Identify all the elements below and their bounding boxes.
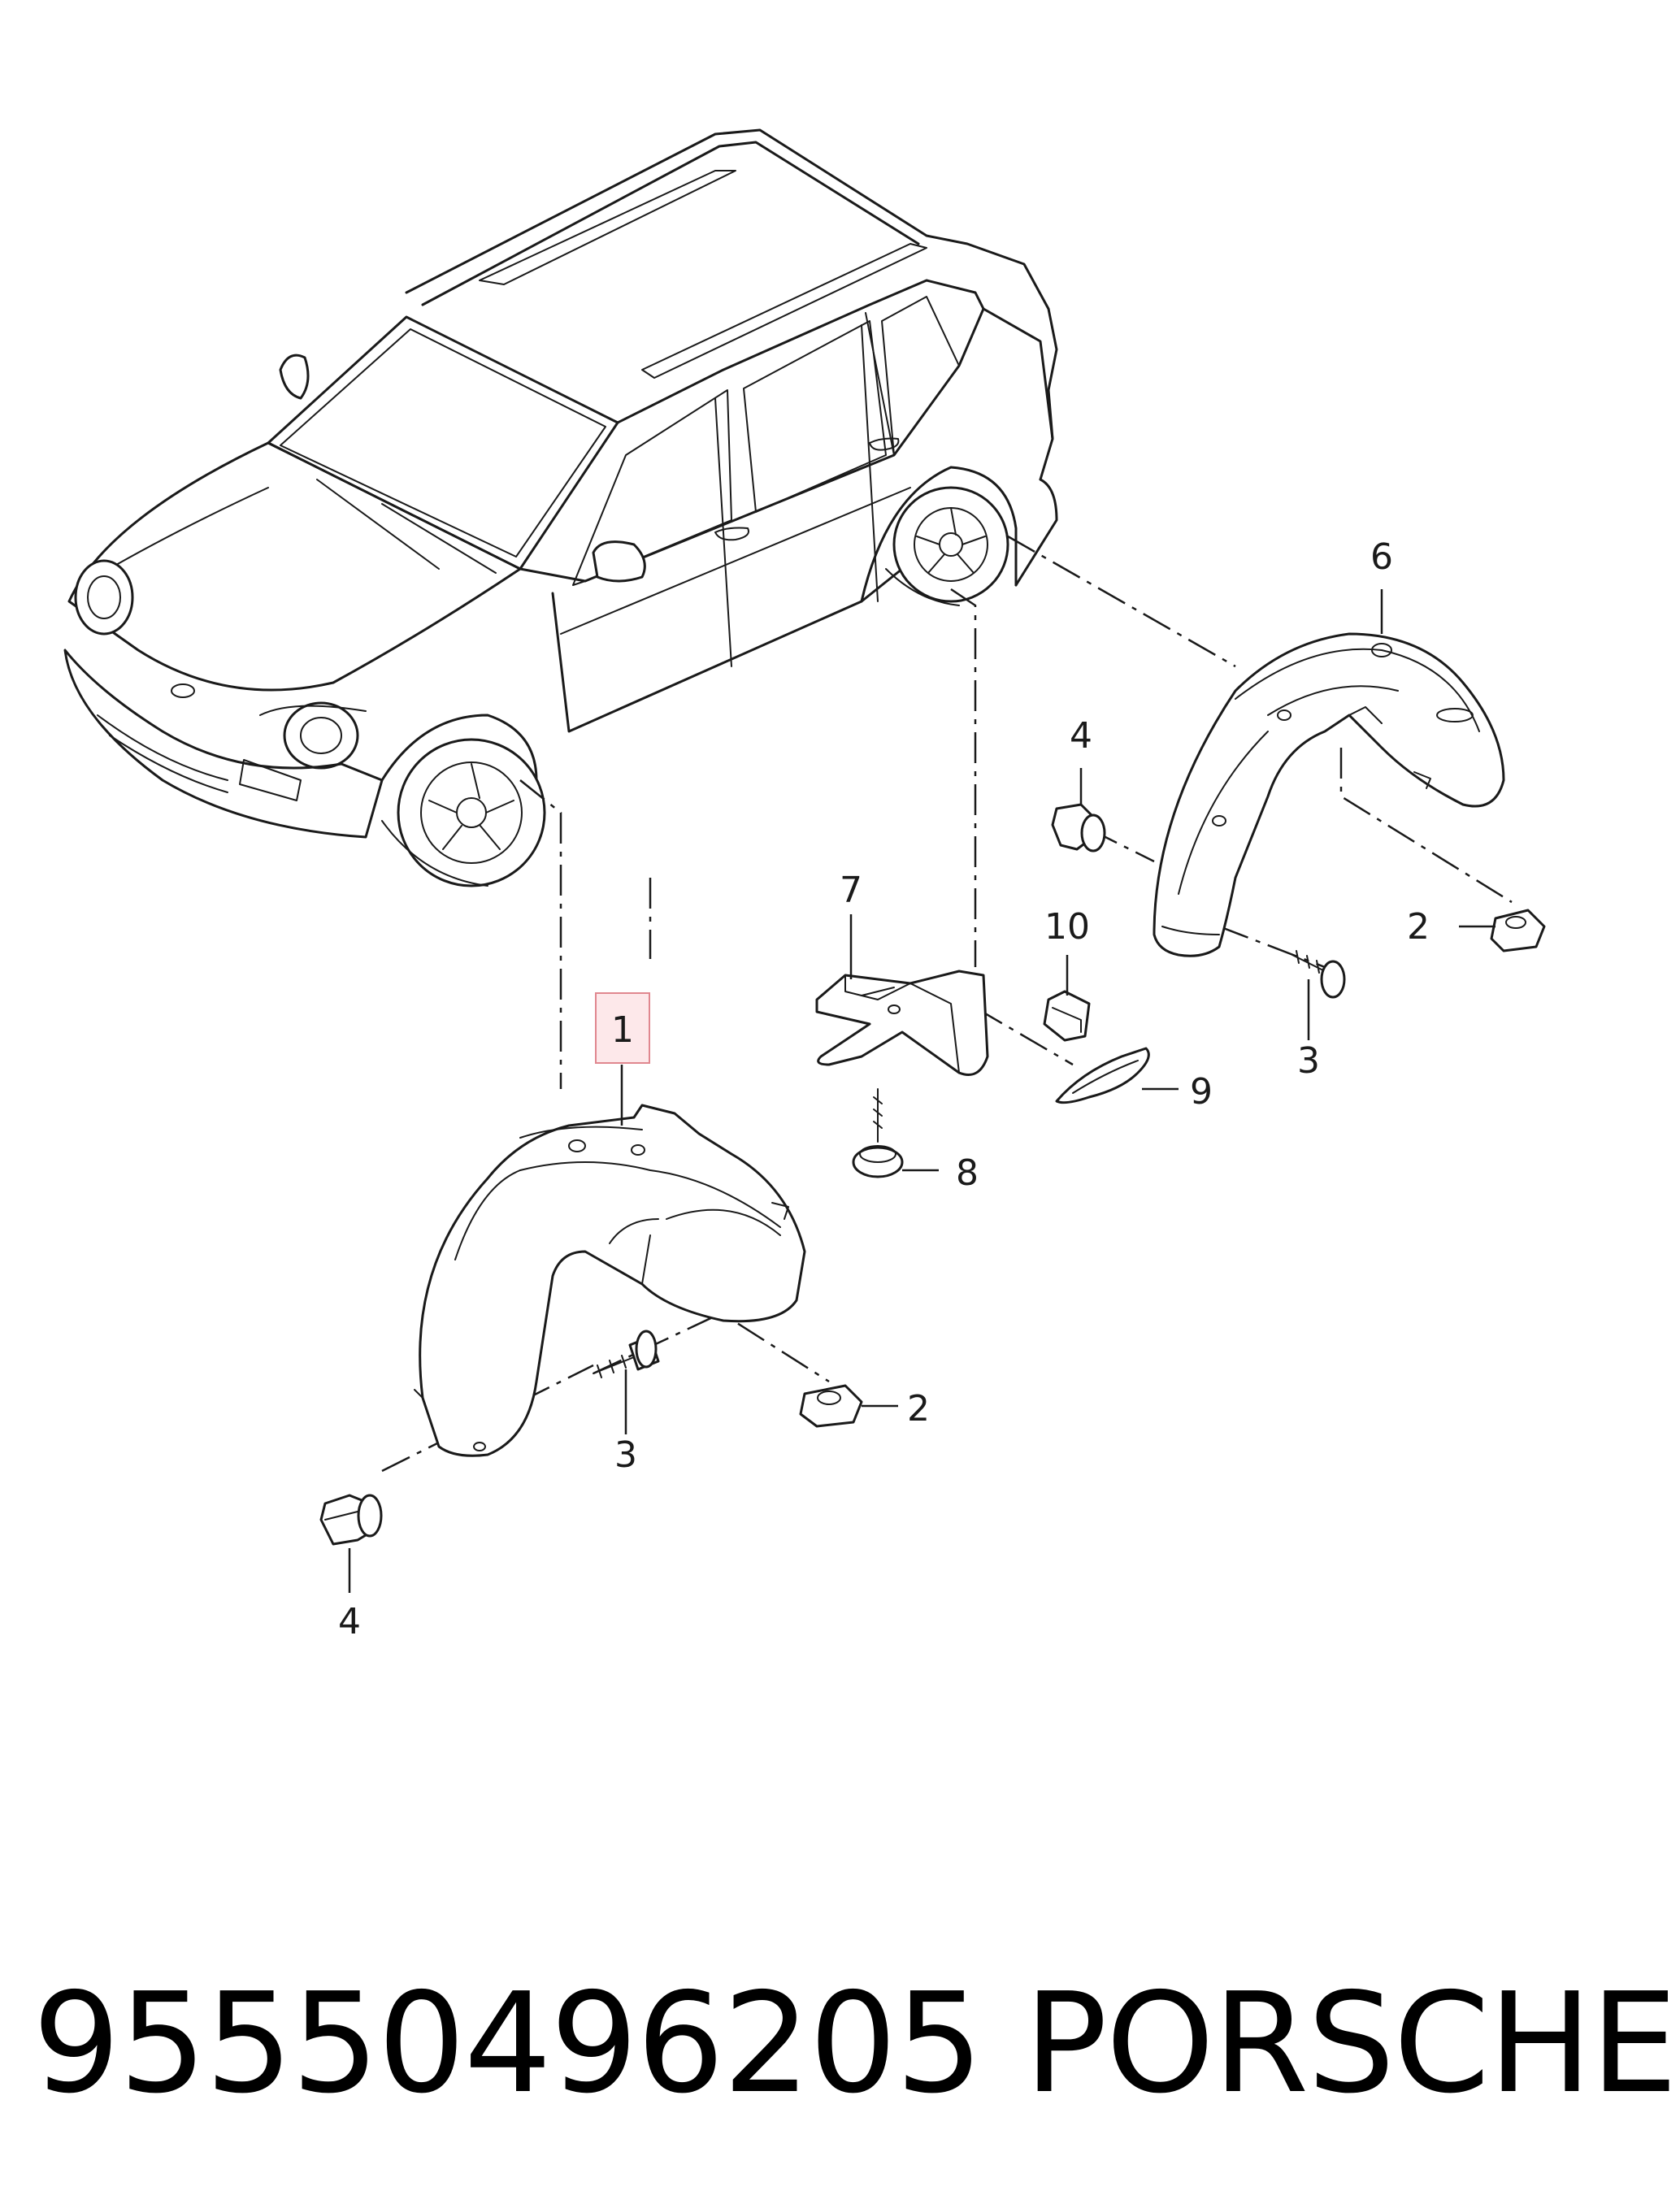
brand-name: PORSCHE [1024, 1963, 1678, 2124]
vehicle-illustration [63, 128, 1058, 887]
leader-lines [348, 589, 1496, 1593]
callout-4-rear[interactable]: 4 [1070, 715, 1092, 757]
callout-labels: 1 2 2 3 3 4 4 6 7 8 9 10 [338, 536, 1430, 1642]
callout-3-front[interactable]: 3 [614, 1434, 637, 1476]
assembly-lines [381, 535, 1513, 1473]
callout-1[interactable]: 1 [611, 1009, 634, 1051]
part-4-clip-front [319, 1494, 383, 1546]
callout-7[interactable]: 7 [840, 870, 862, 911]
footer: 95550496205 PORSCHE [0, 1975, 1680, 2154]
part-4-clip-rear [1051, 803, 1106, 853]
part-7-bracket [815, 970, 989, 1076]
callout-4-front[interactable]: 4 [338, 1601, 361, 1642]
part-9-trim-piece [1055, 1047, 1150, 1104]
part-3-screw-front [593, 1330, 660, 1378]
part-10-clip [1043, 990, 1091, 1042]
callout-9[interactable]: 9 [1190, 1071, 1213, 1113]
part-2-nut-rear [1490, 909, 1546, 952]
callout-8[interactable]: 8 [956, 1152, 979, 1194]
callout-2-front[interactable]: 2 [907, 1388, 930, 1430]
callout-6[interactable]: 6 [1370, 536, 1393, 578]
highlight-box-part-1 [595, 992, 650, 1064]
callout-3-rear[interactable]: 3 [1297, 1040, 1320, 1082]
part-8-screw [852, 1088, 904, 1178]
parts-diagram: 1 2 2 3 3 4 4 6 7 8 9 10 [63, 128, 1546, 1642]
callout-2-rear[interactable]: 2 [1407, 906, 1430, 948]
part-number: 95550496205 [33, 1963, 983, 2124]
part-1-wheel-arch-liner[interactable] [414, 1104, 806, 1457]
callout-10[interactable]: 10 [1044, 906, 1090, 948]
part-2-nut-front [799, 1384, 863, 1428]
part-6-rear-wheel-arch-liner [1153, 632, 1505, 957]
part-3-screw-rear [1291, 950, 1346, 999]
